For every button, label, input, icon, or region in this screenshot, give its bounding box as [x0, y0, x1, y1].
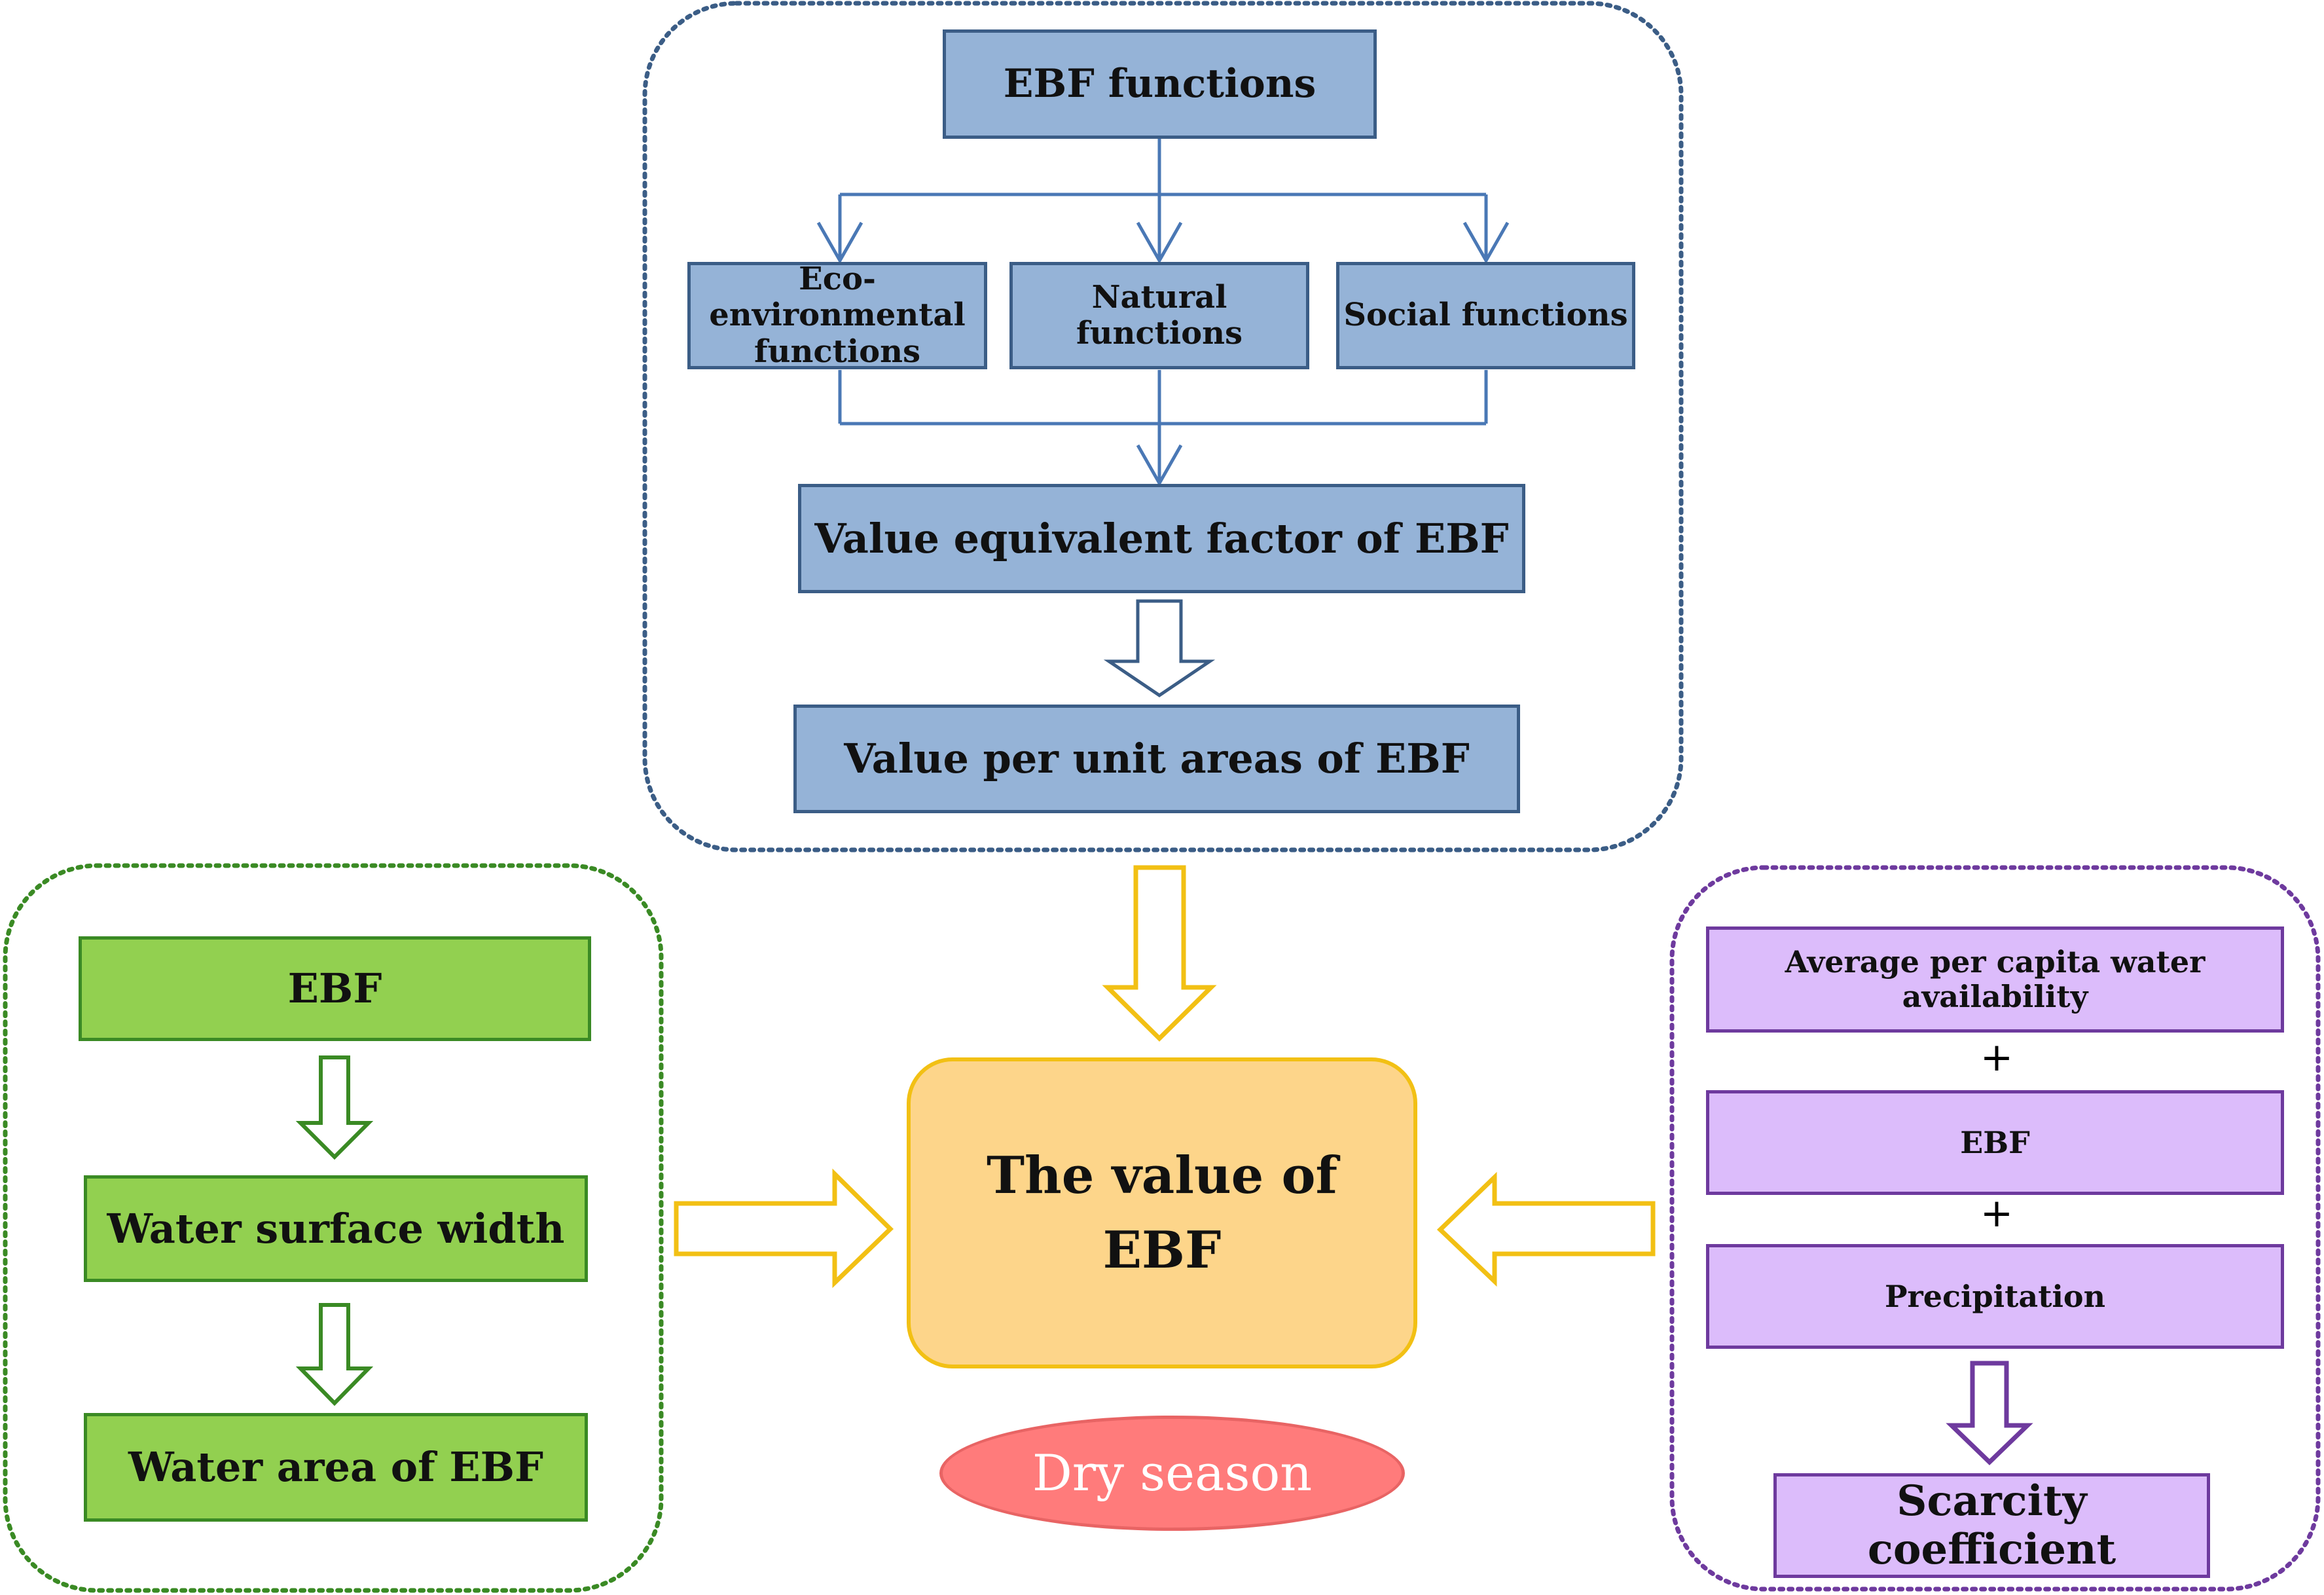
natural-functions-box: Natural functions [1009, 262, 1309, 369]
value-equivalent-factor-box: Value equivalent factor of EBF [798, 484, 1525, 593]
right-group-frame [1669, 865, 2321, 1592]
top-group-frame [642, 1, 1684, 852]
arrow-factor-to-unit-value [1103, 599, 1216, 698]
arrow-precipitation-to-scarcity [1946, 1361, 2033, 1465]
arrow-ebf-to-width [295, 1055, 374, 1160]
social-functions-box: Social functions [1336, 262, 1635, 369]
plus-operator: + [1980, 1035, 2014, 1080]
precipitation-box: Precipitation [1706, 1244, 2284, 1349]
ebf-box-left: EBF [79, 936, 591, 1041]
ebf-functions-box: EBF functions [943, 29, 1377, 139]
value-per-unit-area-box: Value per unit areas of EBF [793, 705, 1520, 813]
plus-operator: + [1980, 1190, 2014, 1236]
scarcity-coefficient-box: Scarcity coefficient [1773, 1473, 2210, 1578]
value-of-ebf-box: The value of EBF [907, 1057, 1417, 1368]
ebf-box-right: EBF [1706, 1090, 2284, 1195]
arrow-top-to-center [1102, 865, 1217, 1042]
arrow-left-to-center [674, 1168, 894, 1289]
arrow-right-to-center [1436, 1171, 1656, 1287]
water-area-box: Water area of EBF [84, 1413, 588, 1522]
arrow-width-to-area [295, 1303, 374, 1406]
per-capita-water-box: Average per capita water availability [1706, 926, 2284, 1033]
eco-environmental-functions-box: Eco-environmental functions [687, 261, 987, 369]
merge-connector [838, 370, 1488, 487]
dry-season-badge: Dry season [939, 1416, 1405, 1531]
left-group-frame [3, 863, 664, 1593]
branch-connector [816, 139, 1510, 265]
water-surface-width-box: Water surface width [84, 1175, 588, 1282]
